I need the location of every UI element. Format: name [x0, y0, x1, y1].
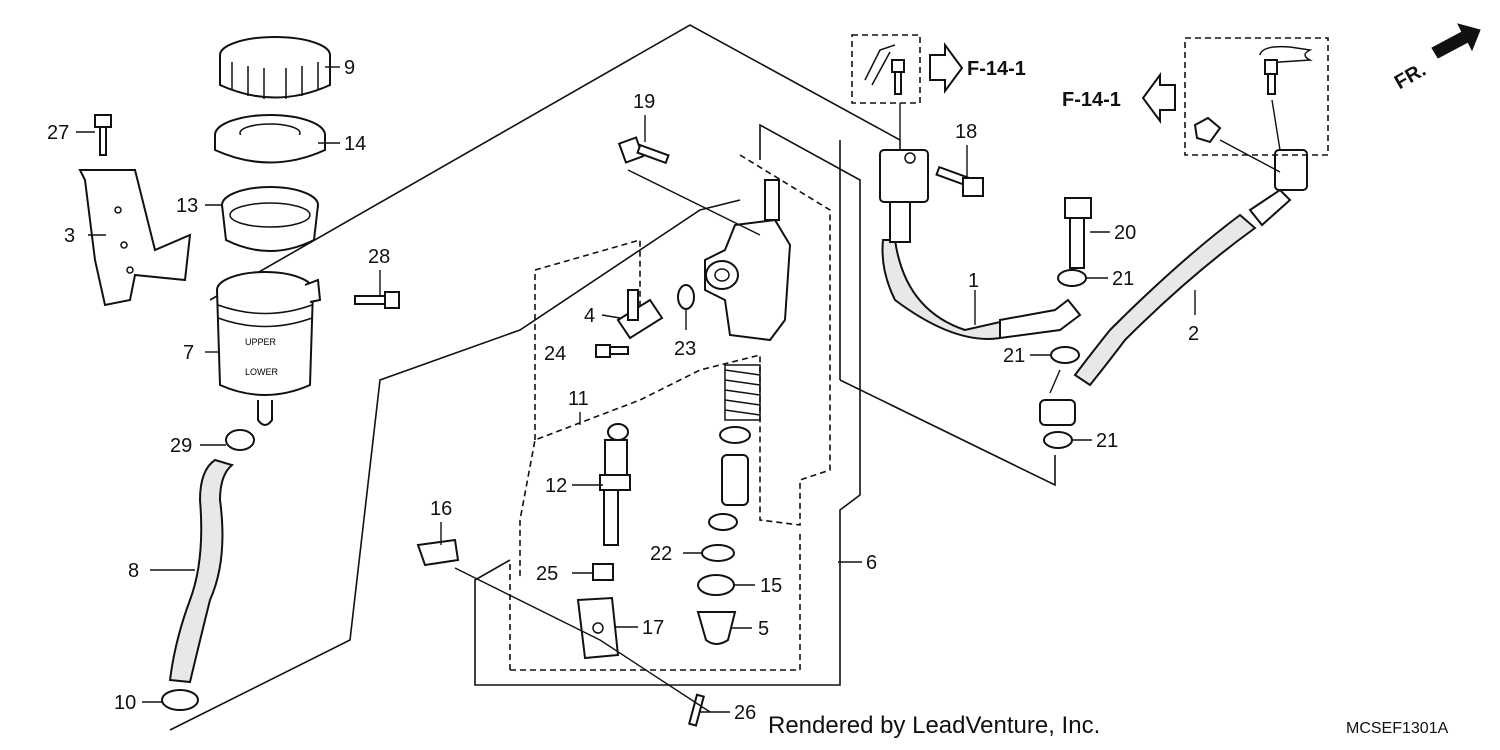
bolt-28 [354, 291, 400, 309]
piston [721, 454, 749, 506]
washer-21c [1043, 431, 1073, 449]
callout-27[interactable]: 27 [47, 122, 69, 144]
reference-box-left [851, 34, 964, 104]
callout-17[interactable]: 17 [642, 617, 664, 639]
push-rod-12 [599, 423, 631, 546]
cup-primary [708, 513, 738, 531]
svg-text:UPPER: UPPER [245, 337, 277, 347]
reference-label-right[interactable]: F-14-1 [1062, 89, 1121, 111]
callout-1[interactable]: 1 [968, 270, 979, 292]
front-direction-label: FR. [1391, 59, 1430, 94]
bolt-19 [617, 136, 670, 165]
callout-16[interactable]: 16 [430, 498, 452, 520]
cup-secondary [719, 426, 751, 444]
callout-2[interactable]: 2 [1188, 323, 1199, 345]
joint-17 [576, 596, 620, 660]
screw-24 [595, 344, 629, 358]
reference-label-left[interactable]: F-14-1 [967, 58, 1026, 80]
diaphragm [221, 186, 319, 252]
hose-clip-10 [161, 689, 199, 711]
brake-hose-1 [879, 149, 1082, 340]
reservoir-bracket [78, 169, 192, 307]
callout-23[interactable]: 23 [674, 338, 696, 360]
callout-10[interactable]: 10 [114, 692, 136, 714]
callout-22[interactable]: 22 [650, 543, 672, 565]
washer-21a [1057, 269, 1087, 287]
reservoir-tank: UPPER LOWER [216, 271, 322, 426]
callout-14[interactable]: 14 [344, 133, 366, 155]
cotter-pin-26 [687, 693, 705, 727]
washer-21b [1050, 346, 1080, 364]
reservoir-cap [219, 36, 331, 99]
callout-7[interactable]: 7 [183, 342, 194, 364]
bolt-27 [94, 114, 112, 156]
credit-text: Rendered by LeadVenture, Inc. [768, 712, 1100, 739]
callout-21-bottom[interactable]: 21 [1096, 430, 1118, 452]
diaphragm-plate [214, 114, 326, 164]
callout-11[interactable]: 11 [568, 388, 589, 410]
callout-28[interactable]: 28 [368, 246, 390, 268]
hose-joint-4 [616, 289, 664, 340]
callout-25[interactable]: 25 [536, 563, 558, 585]
bolt-18 [935, 165, 984, 197]
callout-4[interactable]: 4 [584, 305, 595, 327]
callout-24[interactable]: 24 [544, 343, 566, 365]
circlip-15 [697, 574, 735, 596]
callout-20[interactable]: 20 [1114, 222, 1136, 244]
callout-5[interactable]: 5 [758, 618, 769, 640]
bolt-20 [1064, 197, 1092, 269]
brake-hose-2 [1039, 149, 1308, 426]
callout-15[interactable]: 15 [760, 575, 782, 597]
callout-6[interactable]: 6 [866, 552, 877, 574]
callout-12[interactable]: 12 [545, 475, 567, 497]
callout-29[interactable]: 29 [170, 435, 192, 457]
washer-22 [701, 544, 735, 562]
boot-5 [696, 611, 737, 645]
reservoir-hose [168, 458, 235, 684]
callout-3[interactable]: 3 [64, 225, 75, 247]
callout-leaders [76, 66, 1196, 713]
callout-19[interactable]: 19 [633, 91, 655, 113]
diagram-code: MCSEF1301A [1346, 720, 1449, 737]
spring [724, 364, 761, 421]
o-ring-23 [677, 284, 695, 310]
nut-25 [592, 563, 614, 581]
hose-clip-29 [225, 429, 255, 451]
svg-text:LOWER: LOWER [245, 367, 279, 377]
front-direction-arrow: FR. [1391, 23, 1481, 94]
callout-26[interactable]: 26 [734, 702, 756, 724]
callout-8[interactable]: 8 [128, 560, 139, 582]
callout-13[interactable]: 13 [176, 195, 198, 217]
clip-16 [416, 538, 460, 567]
callouts: 9 14 13 3 27 28 7 29 8 10 19 18 20 21 21… [47, 57, 1199, 724]
callout-21-top[interactable]: 21 [1112, 268, 1134, 290]
callout-18[interactable]: 18 [955, 121, 977, 143]
callout-21-middle[interactable]: 21 [1003, 345, 1025, 367]
callout-9[interactable]: 9 [344, 57, 355, 79]
master-cylinder [704, 179, 792, 342]
reference-box-right [1141, 37, 1329, 156]
